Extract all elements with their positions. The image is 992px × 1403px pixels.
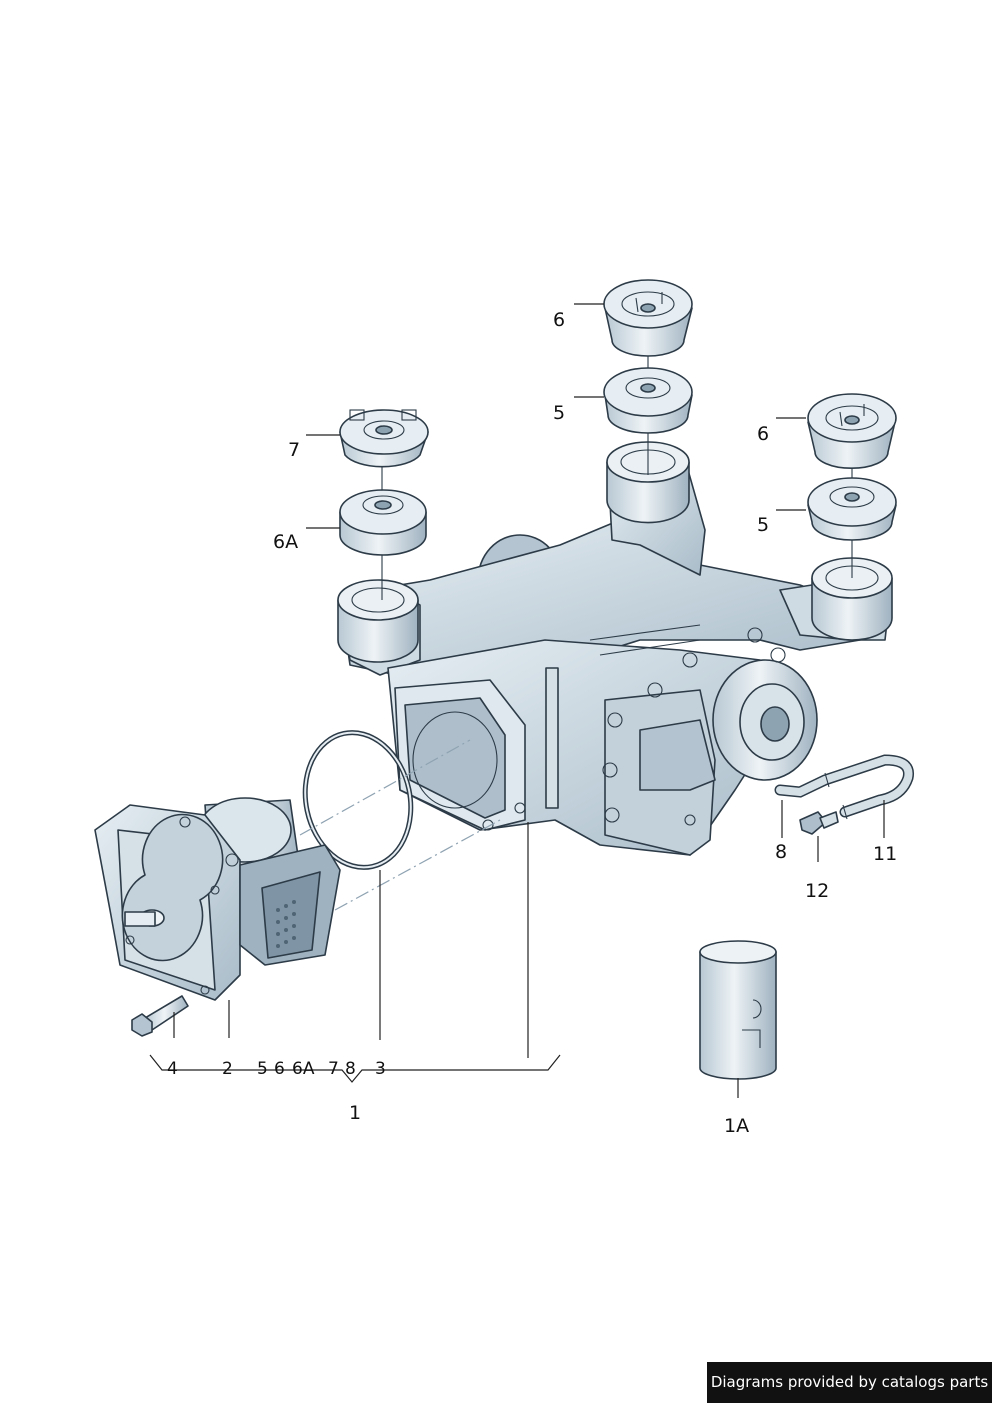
bracket-label-4: 4 bbox=[167, 1059, 178, 1079]
leader-lines bbox=[149, 303, 885, 1098]
callout-5-right: 5 bbox=[757, 514, 769, 536]
callout-8: 8 bbox=[775, 841, 787, 863]
part-11-breather-hose bbox=[774, 754, 914, 820]
callout-6-right: 6 bbox=[757, 423, 769, 445]
assembly-dash-lines bbox=[299, 739, 501, 911]
bracket-label-3: 3 bbox=[375, 1059, 386, 1079]
bracket-label-6a: 6A bbox=[292, 1059, 315, 1079]
credit-banner: Diagrams provided by catalogs parts bbox=[707, 1362, 992, 1403]
bracket-label-8: 8 bbox=[345, 1059, 356, 1079]
part-5-bushing-top bbox=[603, 367, 693, 434]
part-1a-oil-can bbox=[699, 940, 777, 1080]
part-5-bushing-right bbox=[807, 477, 897, 541]
part-2-coupling-unit bbox=[94, 797, 341, 1001]
part-7-bearing-nut bbox=[339, 409, 429, 468]
bracket-label-7: 7 bbox=[328, 1059, 339, 1079]
part-6-bushing-top bbox=[603, 279, 693, 357]
callout-7: 7 bbox=[288, 439, 300, 461]
callout-11: 11 bbox=[873, 843, 897, 865]
part-12-hose-clip bbox=[799, 811, 839, 835]
callout-5-top: 5 bbox=[553, 402, 565, 424]
callout-1a: 1A bbox=[724, 1115, 749, 1137]
callout-6-top: 6 bbox=[553, 309, 565, 331]
callout-12: 12 bbox=[805, 880, 829, 902]
part-6-bushing-right bbox=[807, 393, 897, 469]
bracket-label-5: 5 bbox=[257, 1059, 268, 1079]
part-6a-bushing bbox=[339, 489, 427, 556]
housing-bushing-seats bbox=[337, 441, 893, 663]
bracket-label-6: 6 bbox=[274, 1059, 285, 1079]
callout-6a: 6A bbox=[273, 531, 298, 553]
callout-1: 1 bbox=[349, 1102, 361, 1124]
part-4-bolt bbox=[131, 995, 189, 1037]
bracket-label-2: 2 bbox=[222, 1059, 233, 1079]
callout-labels: 6 5 6 5 7 6A 8 11 12 1A 1 4 2 5 6 6A 7 8… bbox=[167, 309, 897, 1137]
part-3-o-ring bbox=[302, 730, 414, 870]
